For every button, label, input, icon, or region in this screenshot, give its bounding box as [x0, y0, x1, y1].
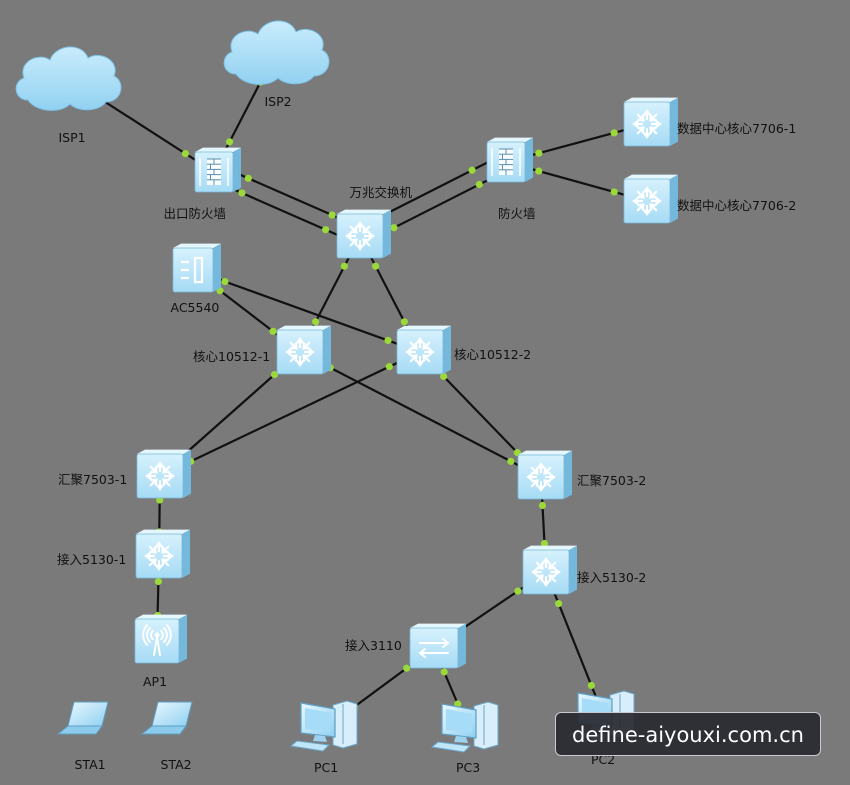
- link-port-dot: [244, 174, 252, 182]
- link-port-dot: [454, 700, 462, 708]
- pc3-label: PC3: [456, 760, 481, 775]
- link-port-dot: [538, 501, 547, 510]
- link-port-dot: [372, 262, 380, 270]
- agg1-label: 汇聚7503-1: [58, 472, 128, 487]
- link-port-dot: [440, 372, 448, 381]
- link-port-dot: [403, 664, 411, 672]
- ap1-ap-icon[interactable]: [134, 614, 187, 664]
- acc3110-l2switch-icon[interactable]: [409, 623, 466, 669]
- fw_out-firewall-icon[interactable]: [194, 147, 241, 193]
- link-port-dot: [385, 363, 393, 371]
- sta2-laptop-icon[interactable]: [140, 701, 193, 735]
- link-port-dot: [610, 188, 618, 196]
- sw10g-label: 万兆交换机: [349, 185, 413, 200]
- core2-label: 核心10512-2: [454, 347, 532, 362]
- dc1-core-icon[interactable]: [623, 97, 678, 147]
- watermark: define-aiyouxi.com.cn: [555, 712, 821, 756]
- link-port-dot: [540, 539, 549, 548]
- isp1-label: ISP1: [58, 130, 86, 145]
- dc2-label: 数据中心核心7706-2: [677, 198, 797, 213]
- isp2-cloud-icon: [223, 20, 330, 85]
- acc1-label: 接入5130-1: [57, 552, 127, 567]
- acc2-core-icon[interactable]: [522, 545, 577, 595]
- sta1-laptop-icon[interactable]: [56, 701, 109, 735]
- link-port-dot: [535, 149, 543, 157]
- link-port-dot: [555, 599, 563, 608]
- dc1-label: 数据中心核心7706-1: [677, 121, 797, 136]
- fw_dc-label: 防火墙: [498, 206, 536, 221]
- core1-label: 核心10512-1: [193, 349, 271, 364]
- fw_out-label: 出口防火墙: [163, 206, 227, 221]
- link-port-dot: [440, 668, 448, 676]
- link-port-dot: [400, 318, 408, 326]
- isp1-cloud-icon: [15, 46, 122, 111]
- link-port-dot: [328, 211, 336, 219]
- link-ac-core2: [192, 268, 421, 354]
- pc1-pc-icon[interactable]: [289, 700, 358, 752]
- link-port-dot: [181, 149, 190, 158]
- acc1-core-icon[interactable]: [135, 529, 190, 579]
- link-port-dot: [475, 180, 483, 189]
- core2-core-icon[interactable]: [396, 325, 451, 375]
- link-port-dot: [514, 587, 522, 595]
- agg1-core-icon[interactable]: [136, 449, 191, 499]
- link-port-dot: [390, 224, 398, 232]
- sta2-label: STA2: [160, 757, 192, 772]
- link-port-dot: [270, 370, 279, 379]
- agg2-core-icon[interactable]: [517, 450, 572, 500]
- link-port-dot: [340, 262, 348, 270]
- isp2-label: ISP2: [264, 94, 292, 109]
- sw10g-core-icon[interactable]: [336, 209, 391, 259]
- acc3110-label: 接入3110: [345, 638, 402, 653]
- core1-core-icon[interactable]: [276, 325, 331, 375]
- acc2-label: 接入5130-2: [577, 570, 647, 585]
- agg2-label: 汇聚7503-2: [577, 473, 647, 488]
- sta1-label: STA1: [74, 757, 106, 772]
- link-port-dot: [322, 226, 330, 234]
- pc1-label: PC1: [314, 760, 339, 775]
- link-port-dot: [221, 277, 229, 286]
- link-port-dot: [587, 681, 595, 690]
- link-port-dot: [535, 167, 543, 175]
- link-port-dot: [610, 129, 618, 137]
- link-port-dot: [384, 336, 392, 345]
- ac-ac-icon[interactable]: [172, 243, 221, 293]
- link-port-dot: [154, 577, 162, 586]
- link-port-dot: [468, 166, 476, 174]
- pc3-pc-icon[interactable]: [430, 701, 499, 753]
- link-port-dot: [312, 318, 320, 326]
- link-acc2-pc2: [544, 571, 606, 718]
- ap1-label: AP1: [143, 674, 168, 689]
- link-port-dot: [507, 457, 515, 465]
- link-port-dot: [269, 327, 277, 335]
- link-port-dot: [226, 138, 234, 146]
- link-port-dot: [238, 189, 246, 197]
- fw_dc-firewall-icon[interactable]: [486, 137, 533, 183]
- dc2-core-icon[interactable]: [623, 174, 678, 224]
- ac-label: AC5540: [170, 300, 220, 315]
